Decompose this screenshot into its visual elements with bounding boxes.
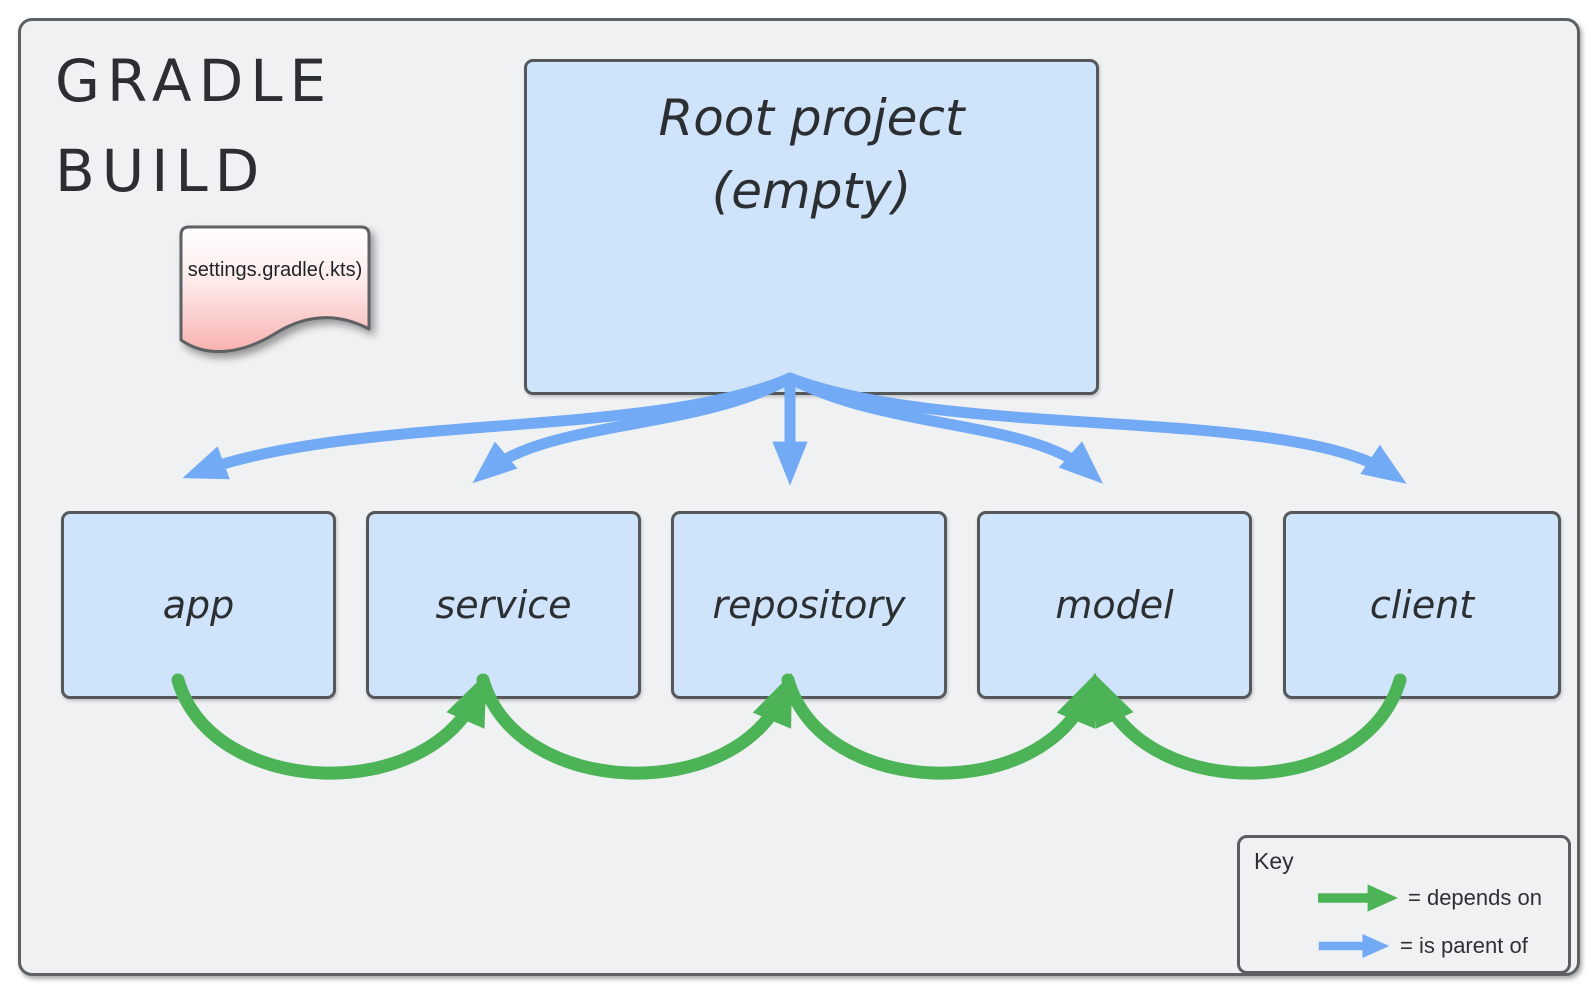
key-row-is-parent-of: = is parent of — [1318, 929, 1554, 963]
diagram-title: GRADLE BUILD — [55, 37, 333, 217]
root-label-line-2: (empty) — [711, 161, 912, 220]
settings-gradle-note: settings.gradle(.kts) — [174, 217, 376, 369]
module-label: model — [1055, 583, 1174, 627]
module-label: client — [1369, 583, 1475, 627]
title-line-1: GRADLE — [55, 47, 334, 115]
key-label-depends-on: = depends on — [1408, 885, 1542, 910]
note-shape-icon — [179, 225, 371, 353]
module-label: app — [162, 583, 235, 627]
key-title: Key — [1254, 848, 1294, 874]
note-label: settings.gradle(.kts) — [187, 259, 363, 281]
root-label-line-1: Root project — [658, 89, 965, 147]
key-label-is-parent-of: = is parent of — [1400, 933, 1528, 958]
node-repository: repository — [671, 511, 947, 699]
diagram-canvas: GRADLE BUILD settings.gradle(.kts) Root … — [18, 18, 1580, 976]
depends-on-arrow-icon — [1318, 884, 1398, 912]
node-client: client — [1283, 511, 1561, 699]
node-app: app — [61, 511, 336, 699]
is-parent-of-arrow-icon — [1318, 934, 1390, 958]
key-row-depends-on: = depends on — [1318, 881, 1554, 915]
title-line-2: BUILD — [55, 136, 267, 205]
module-label: service — [435, 583, 572, 627]
node-root-project: Root project (empty) — [524, 59, 1099, 395]
node-model: model — [977, 511, 1252, 699]
node-service: service — [366, 511, 641, 699]
module-label: repository — [712, 583, 906, 627]
key-legend: Key = depends on = is parent of — [1237, 835, 1571, 974]
